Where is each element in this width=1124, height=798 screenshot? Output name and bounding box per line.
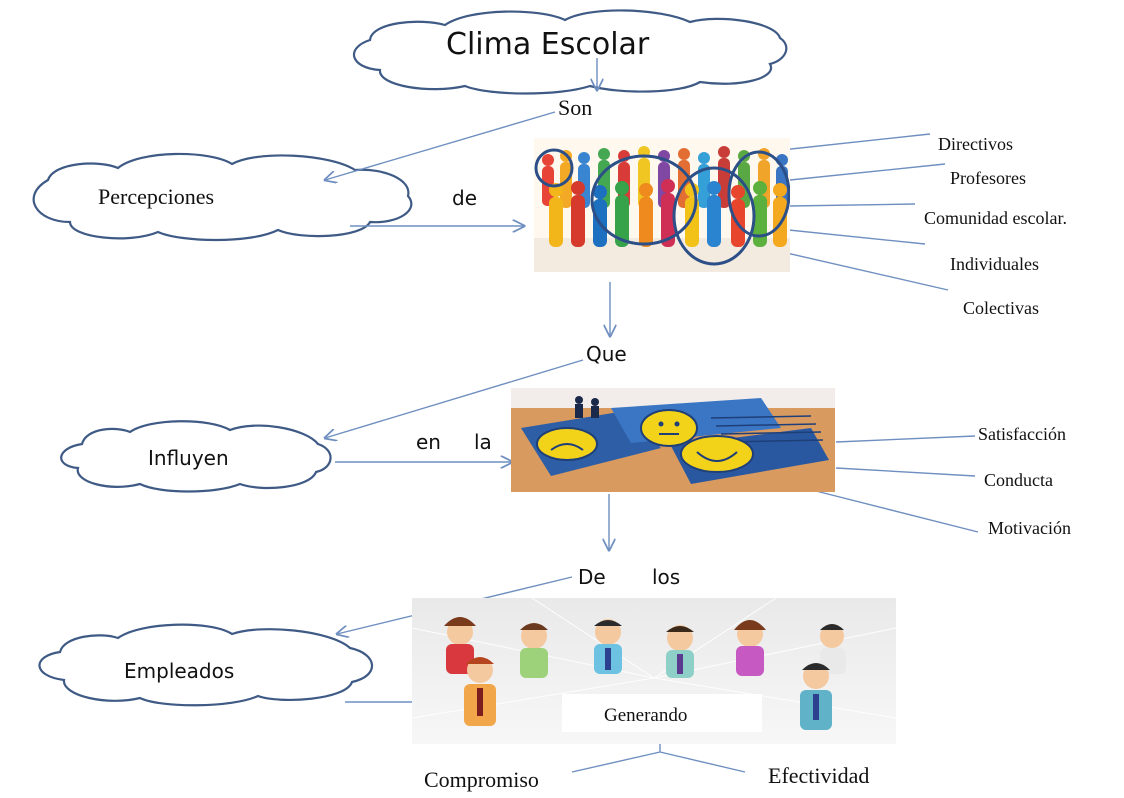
cloud-influyen <box>60 420 332 493</box>
crowd-image <box>534 138 790 272</box>
figure-icon <box>575 396 599 418</box>
outcome-efectividad: Efectividad <box>768 763 870 788</box>
influence-item-motivacion: Motivación <box>988 518 1071 538</box>
arrow-son-to-percepciones <box>325 111 556 180</box>
connector-generando: Generando <box>604 705 688 726</box>
line-comunidad <box>789 203 916 207</box>
crowd-figures-front <box>549 179 787 247</box>
perception-item-colectivas: Colectivas <box>963 298 1039 318</box>
connector-en: en <box>416 430 441 454</box>
cloud-clima-escolar <box>352 9 788 95</box>
influence-item-satisfaccion: Satisfacción <box>978 424 1066 444</box>
diagram-title: Clima Escolar <box>446 27 650 62</box>
perception-item-comunidad: Comunidad escolar. <box>924 208 1067 228</box>
line-efectividad <box>659 751 746 773</box>
connector-de-los-1: De <box>578 565 606 589</box>
connector-de: de <box>452 186 477 210</box>
perception-item-directivos: Directivos <box>938 134 1013 154</box>
outcome-compromiso: Compromiso <box>424 767 539 792</box>
perception-item-individuales: Individuales <box>950 254 1039 274</box>
influence-item-conducta: Conducta <box>984 470 1053 490</box>
smiley-neutral <box>640 409 698 447</box>
line-motivacion <box>811 489 979 533</box>
group-circles <box>534 148 790 266</box>
node-percepciones: Percepciones <box>98 184 215 209</box>
employees-image <box>412 598 896 744</box>
arrow-que-to-influyen <box>325 359 584 438</box>
smiley-sad <box>536 427 598 461</box>
connector-de-los-2: los <box>652 565 681 589</box>
line-satisfaccion <box>835 435 976 443</box>
employees-group <box>444 617 846 730</box>
line-compromiso <box>571 751 661 773</box>
line-profesores <box>789 163 946 181</box>
line-conducta <box>835 467 976 477</box>
connector-la: la <box>474 430 492 454</box>
cloud-percepciones <box>32 152 413 242</box>
node-influyen: Influyen <box>148 446 229 470</box>
emotion-block-image <box>511 388 835 492</box>
connector-que: Que <box>586 342 627 366</box>
perception-item-profesores: Profesores <box>950 168 1026 188</box>
crowd-figures-back <box>542 146 788 208</box>
cloud-empleados <box>38 623 374 707</box>
node-empleados: Empleados <box>124 659 235 683</box>
smiley-happy <box>680 435 754 473</box>
connector-son: Son <box>558 95 593 120</box>
